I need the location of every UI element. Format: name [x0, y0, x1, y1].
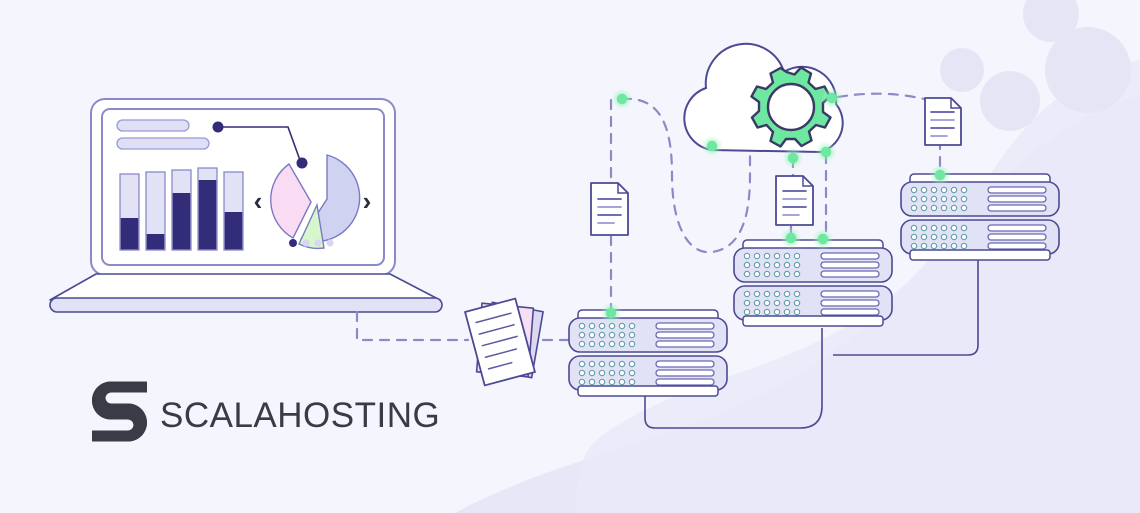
document-stack	[464, 297, 544, 387]
carousel-prev-button[interactable]: ‹	[254, 186, 263, 216]
document-left-fold	[617, 183, 628, 194]
server-mid-cap-bottom	[742, 315, 884, 327]
bar-fill-4	[198, 180, 217, 250]
background-circle-4	[940, 48, 984, 92]
connector-bottom-loop	[644, 328, 823, 429]
cloud-with-gear	[683, 42, 844, 154]
scalahosting-s-logo	[92, 381, 147, 442]
bar-fill-2	[146, 234, 165, 250]
background-circle-2	[1045, 27, 1131, 113]
line-end-dot	[296, 157, 308, 169]
node-dot-cloud-right	[821, 87, 843, 109]
gear-icon	[750, 66, 832, 148]
laptop-base-front	[49, 297, 443, 313]
gear-hole	[766, 82, 816, 132]
document-left-page	[590, 182, 629, 236]
server-tr-unit-2-dots	[910, 224, 968, 250]
document-middle	[775, 175, 814, 226]
carousel-dot-2[interactable]	[302, 239, 310, 247]
document-right	[924, 97, 962, 146]
carousel-next-button[interactable]: ›	[363, 186, 372, 216]
connector-middle-right	[833, 260, 979, 356]
solid-connectors	[644, 260, 979, 429]
server-bl-unit-1-slots	[655, 322, 715, 348]
carousel-dot-4[interactable]	[326, 239, 334, 247]
document-left	[590, 182, 629, 236]
laptop-base-top	[49, 273, 441, 301]
document-middle-fold	[802, 176, 813, 187]
node-dot-path-top	[611, 88, 633, 110]
dash-laptop-to-docs	[355, 310, 470, 342]
server-mid-unit-2-dots	[743, 290, 801, 316]
server-bl-unit-2-slots	[655, 360, 715, 386]
server-bl-unit-2-dots	[578, 360, 636, 386]
document-middle-page	[775, 175, 814, 226]
server-tr-cap-bottom	[909, 249, 1051, 261]
node-dot-lower-left	[600, 302, 622, 324]
node-dot-mid-right	[812, 228, 834, 250]
server-bl-cap-bottom	[577, 385, 719, 397]
bar-chart	[119, 167, 244, 251]
brand-wordmark: SCALAHOSTING	[160, 396, 440, 435]
dash-loop-path	[620, 97, 752, 254]
document-right-page	[924, 97, 962, 146]
server-tr-unit-2-slots	[987, 224, 1047, 250]
server-stack-middle	[733, 239, 893, 327]
document-middle-lines	[782, 190, 807, 216]
node-dot-cloud-bottom	[782, 147, 804, 169]
bar-fill-3	[172, 193, 191, 250]
node-dot-cloud-left	[701, 135, 723, 157]
bar-fill-5	[224, 212, 243, 250]
bar-track-2	[145, 171, 166, 251]
line-start-dot	[212, 121, 224, 133]
document-right-lines	[930, 111, 955, 137]
server-mid-unit-1-slots	[820, 252, 880, 278]
background-circle-1	[1023, 0, 1079, 42]
bar-fill-1	[120, 218, 139, 250]
node-dot-cloud-bottom-right	[815, 141, 837, 163]
node-dot-mid-left	[780, 227, 802, 249]
node-dots	[600, 87, 951, 324]
background-circle-3	[980, 71, 1040, 131]
server-stack-bottom-left	[568, 309, 728, 397]
server-mid-unit-1-dots	[743, 252, 801, 278]
carousel-dot-3[interactable]	[314, 239, 322, 247]
server-mid-unit-2-slots	[820, 290, 880, 316]
pie-slice-pink	[270, 162, 312, 239]
server-stack-top-right	[900, 173, 1060, 261]
server-tr-unit-1-slots	[987, 186, 1047, 212]
carousel-dot-1[interactable]	[289, 239, 297, 247]
document-stack-lines	[475, 312, 518, 370]
server-bl-unit-1-dots	[578, 322, 636, 348]
document-right-fold	[950, 98, 961, 109]
document-left-lines	[597, 198, 622, 224]
server-tr-unit-1-dots	[910, 186, 968, 212]
pie-slice-green	[298, 202, 325, 250]
header-bar-2	[116, 137, 210, 150]
node-dot-upper-right	[929, 164, 951, 186]
brand-logo: SCALAHOSTING	[92, 381, 440, 442]
laptop: ‹ ›	[49, 98, 443, 313]
header-bar-1	[116, 119, 190, 132]
line-marker-path	[220, 126, 302, 164]
